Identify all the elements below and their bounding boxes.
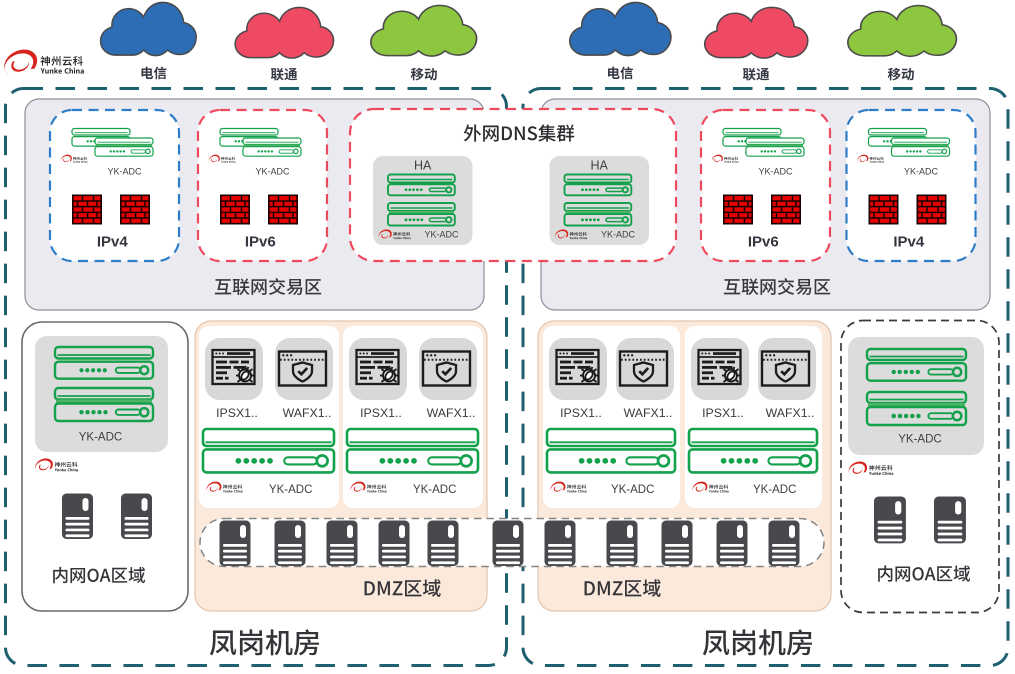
svg-text:IPv6: IPv6 [245, 233, 276, 250]
svg-text:IPv6: IPv6 [748, 233, 779, 250]
svg-text:IPv4: IPv4 [893, 233, 925, 250]
svg-text:HA: HA [591, 158, 609, 172]
svg-text:YK-ADC: YK-ADC [255, 167, 290, 177]
svg-text:YK-ADC: YK-ADC [107, 167, 142, 177]
svg-text:YK-ADC: YK-ADC [269, 484, 312, 496]
svg-text:WAFX1..: WAFX1.. [427, 406, 476, 420]
svg-text:YK-ADC: YK-ADC [758, 167, 793, 177]
svg-text:WAFX1..: WAFX1.. [624, 406, 673, 420]
svg-text:IPSX1..: IPSX1.. [216, 406, 258, 420]
svg-text:WAFX1..: WAFX1.. [766, 406, 815, 420]
svg-text:YK-ADC: YK-ADC [413, 484, 456, 496]
svg-text:YK-ADC: YK-ADC [898, 434, 941, 446]
svg-text:IPv4: IPv4 [97, 233, 129, 250]
svg-text:YK-ADC: YK-ADC [904, 167, 939, 177]
svg-text:IPSX1..: IPSX1.. [560, 406, 602, 420]
svg-text:YK-ADC: YK-ADC [424, 229, 459, 239]
svg-text:YK-ADC: YK-ADC [753, 484, 796, 496]
svg-text:IPSX1..: IPSX1.. [702, 406, 744, 420]
svg-text:YK-ADC: YK-ADC [601, 229, 636, 239]
svg-text:IPSX1..: IPSX1.. [360, 406, 402, 420]
svg-text:YK-ADC: YK-ADC [611, 484, 654, 496]
svg-text:YK-ADC: YK-ADC [79, 431, 122, 443]
svg-text:HA: HA [414, 158, 432, 172]
svg-text:WAFX1..: WAFX1.. [283, 406, 332, 420]
